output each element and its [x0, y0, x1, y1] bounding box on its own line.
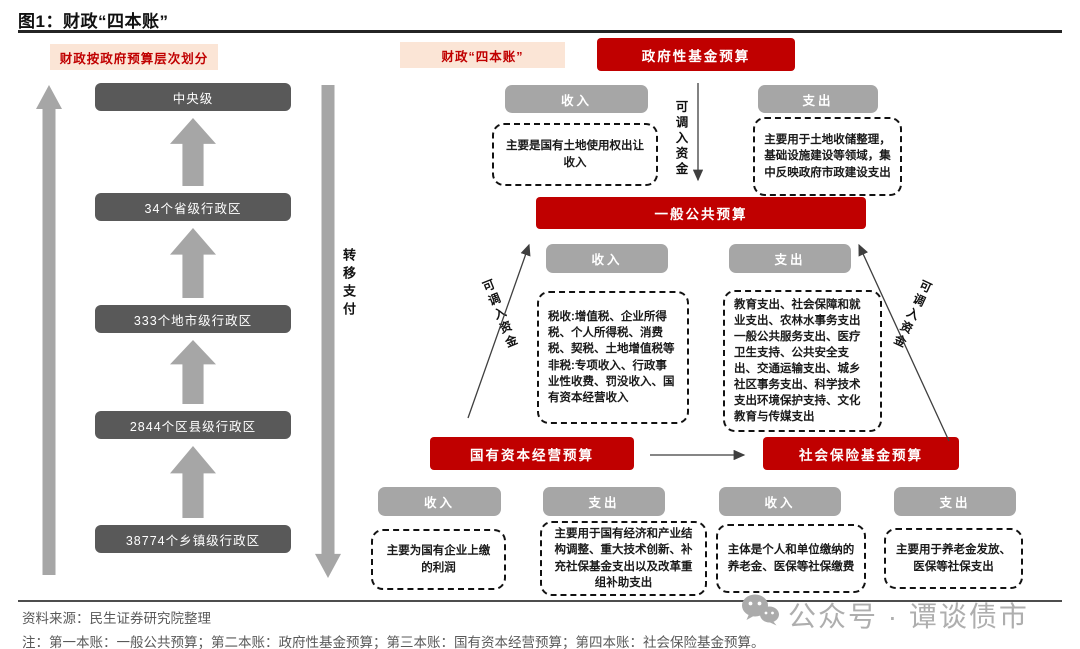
general-public-expense-desc: 教育支出、社会保障和就业支出、农林水事务支出一般公共服务支出、医疗卫生支持、公共… — [723, 290, 882, 432]
general-public-expense-label: 支出 — [729, 244, 851, 273]
diagram-header: 财政“四本账” — [400, 42, 565, 68]
up-block-arrow — [170, 340, 216, 404]
social-insurance-income-label: 收入 — [719, 487, 841, 516]
gov-fund-expense-label: 支出 — [758, 85, 878, 113]
page-title: 图1：财政“四本账” — [18, 12, 169, 31]
transfer-payment-label: 转移支付 — [341, 248, 356, 320]
budget-social-insurance: 社会保险基金预算 — [763, 437, 959, 470]
level-town: 38774个乡镇级行政区 — [95, 525, 291, 553]
social-insurance-expense-desc: 主要用于养老金发放、医保等社保支出 — [884, 528, 1023, 589]
gov-fund-income-desc: 主要是国有土地使用权出让收入 — [492, 123, 658, 186]
state-capital-expense-label: 支出 — [543, 487, 665, 516]
gov-fund-expense-desc: 主要用于土地收储整理，基础设施建设等领域，集中反映政府市政建设支出 — [753, 117, 902, 196]
state-capital-income-desc: 主要为国有企业上缴的利润 — [371, 529, 506, 590]
state-capital-expense-desc: 主要用于国有经济和产业结构调整、重大技术创新、补充社保基金支出以及改革重组补助支… — [540, 521, 707, 596]
up-block-arrow — [170, 118, 216, 186]
title-divider — [18, 30, 1062, 33]
transfer-in-label-right: 可调入资金 — [889, 277, 935, 352]
state-capital-income-label: 收入 — [378, 487, 501, 516]
level-county: 2844个区县级行政区 — [95, 411, 291, 439]
watermark-text: 公众号 · 谭谈债市 — [788, 601, 1029, 632]
general-public-income-label: 收入 — [546, 244, 668, 273]
up-arrow-tall — [36, 85, 62, 575]
wechat-icon — [742, 594, 779, 626]
footnote: 注：第一本账：一般公共预算；第二本账：政府性基金预算；第三本账：国有资本经营预算… — [22, 635, 765, 649]
social-insurance-income-desc: 主体是个人和单位缴纳的养老金、医保等社保缴费 — [716, 524, 866, 593]
level-province: 34个省级行政区 — [95, 193, 291, 221]
transfer-in-label-top: 可调入资金 — [673, 100, 688, 178]
source-note: 资料来源：民生证券研究院整理 — [22, 611, 211, 626]
level-central: 中央级 — [95, 83, 291, 111]
level-city: 333个地市级行政区 — [95, 305, 291, 333]
transfer-in-label-left: 可调入资金 — [479, 277, 521, 352]
budget-gov-fund: 政府性基金预算 — [597, 38, 795, 71]
gov-fund-income-label: 收入 — [505, 85, 648, 113]
footer-divider — [18, 600, 1062, 602]
social-insurance-expense-label: 支出 — [894, 487, 1016, 516]
down-arrow-transfer — [315, 85, 341, 578]
left-panel-header: 财政按政府预算层次划分 — [50, 44, 218, 70]
up-block-arrow — [170, 446, 216, 518]
up-block-arrow — [170, 228, 216, 298]
general-public-income-desc: 税收:增值税、企业所得税、个人所得税、消费税、契税、土地增值税等 非税:专项收入… — [537, 291, 689, 424]
budget-general-public: 一般公共预算 — [536, 197, 866, 229]
budget-state-capital: 国有资本经营预算 — [430, 437, 634, 470]
